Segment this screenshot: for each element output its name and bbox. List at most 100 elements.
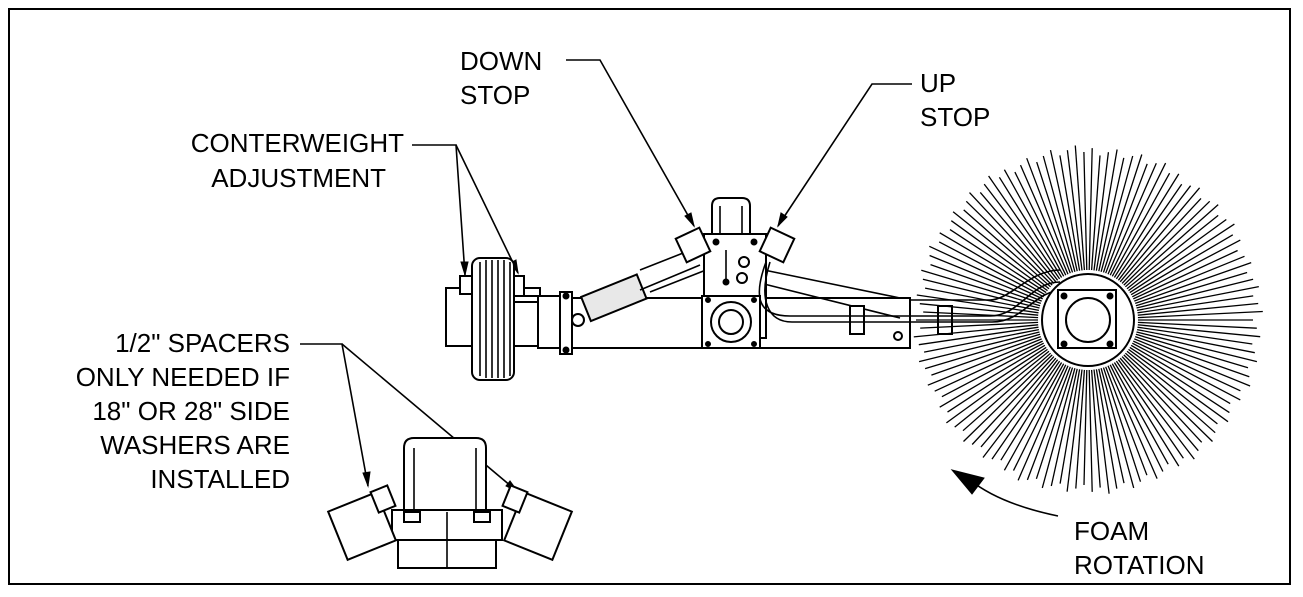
brush-bristle <box>1115 360 1184 459</box>
brush-bristle <box>1111 363 1169 465</box>
brush-bristle <box>1090 155 1101 271</box>
brush-bristle <box>952 211 1050 290</box>
brush-bristle <box>1123 200 1211 286</box>
brush-bristle <box>1119 187 1201 283</box>
brush-bristle <box>1059 369 1081 484</box>
brush-bristle <box>1000 362 1063 461</box>
leader-spacers-a <box>300 343 369 487</box>
brush-bristle <box>938 241 1045 298</box>
brush-bristle <box>919 303 1039 316</box>
leader-down-stop-arrow <box>684 212 695 228</box>
brush-bristle <box>1136 285 1259 312</box>
brush-bristle <box>1136 331 1258 363</box>
brush-bristle <box>920 321 1039 329</box>
rotation-arrowhead <box>950 469 985 495</box>
pivot-mount <box>674 197 796 349</box>
brush-bristle <box>1100 368 1135 489</box>
counterweight-wheel-ribs <box>479 260 511 378</box>
up-stop-line1: UP <box>920 68 956 98</box>
leader-lines <box>300 59 912 493</box>
brush-bristle <box>1113 173 1180 278</box>
leader-down-stop <box>566 59 695 227</box>
brush-bristle <box>962 352 1052 432</box>
brush-bristle <box>1102 154 1143 273</box>
brush-bristle <box>1088 148 1093 271</box>
brush-bristle <box>1137 324 1261 338</box>
brush-bristle <box>1066 369 1083 492</box>
brush-bristle <box>965 200 1053 286</box>
brush-bristle <box>1059 155 1081 271</box>
brush-bristle <box>983 183 1059 281</box>
brush-bristle <box>1107 365 1158 479</box>
brush-bristle <box>963 209 1052 288</box>
brush-bristle <box>1109 364 1164 472</box>
brush-bristle <box>1115 183 1183 280</box>
up-stop-line2: STOP <box>920 102 990 132</box>
brush-bristle <box>1026 366 1071 481</box>
brush-bristle <box>1131 342 1241 401</box>
brush-bristle <box>1124 352 1216 434</box>
brush-bristle <box>1133 249 1238 300</box>
brush-bristle <box>1098 157 1125 272</box>
cylinder-rod <box>639 264 701 291</box>
spacers-line5: INSTALLED <box>150 464 290 494</box>
brush-bristle <box>1113 362 1180 467</box>
rotation-arc <box>969 479 1059 517</box>
brush-bristle <box>1137 310 1263 319</box>
brush-bristle <box>946 348 1048 424</box>
brush-bristle <box>950 220 1048 292</box>
counterweight-collar <box>513 301 539 347</box>
brush-bristle <box>1003 169 1065 277</box>
brush-bristle <box>988 175 1061 280</box>
brush-bristle <box>918 331 1040 363</box>
leader-spacers-b <box>341 343 519 493</box>
brush-bristle <box>922 278 1040 309</box>
arm-flange <box>559 291 573 355</box>
leader-up-stop <box>777 83 912 227</box>
brush-bristle <box>939 344 1046 408</box>
brush-bristle <box>1130 234 1234 296</box>
brush-bristle <box>971 356 1055 445</box>
brush-bristle <box>1017 365 1069 481</box>
brush-bristle <box>1107 162 1157 275</box>
down-stop-block <box>674 226 712 264</box>
brush-bristle <box>934 340 1043 392</box>
brush-bristle <box>954 350 1050 428</box>
brush-bristle <box>941 342 1045 398</box>
brush-bristle <box>924 333 1041 370</box>
brush-bristle <box>916 294 1039 314</box>
brush-bristle <box>1124 204 1219 288</box>
brush-bristle <box>1136 328 1255 354</box>
label-up-stop: UP STOP <box>920 68 990 132</box>
brush-bristle <box>969 192 1055 284</box>
brush-bristle <box>1095 149 1118 271</box>
brush-bristle <box>927 338 1042 386</box>
brush-bristle <box>982 359 1059 458</box>
brush-bristle <box>1041 368 1076 489</box>
label-spacers: 1/2" SPACERS ONLY NEEDED IF 18" OR 28" S… <box>76 328 290 494</box>
foam-rotation-line2: ROTATION <box>1074 550 1204 580</box>
brush-bristle <box>929 245 1043 300</box>
brush-bristle <box>947 346 1047 413</box>
brush-bristle <box>1019 164 1069 275</box>
counterweight-wheel <box>471 257 515 381</box>
brush-bristle <box>1117 359 1195 460</box>
brush-bristle <box>963 354 1053 442</box>
leader-up-stop-arrow <box>777 212 788 228</box>
up-stop-block <box>758 226 796 264</box>
counterweight-assembly <box>445 257 567 381</box>
spacers-line1: 1/2" SPACERS <box>115 328 290 358</box>
brush-bristle <box>1111 172 1171 277</box>
down-stop-line1: DOWN <box>460 46 542 76</box>
brush-bristle <box>1128 218 1227 292</box>
brush-bristles <box>913 145 1263 494</box>
brush-bristle <box>1126 214 1219 290</box>
brush-bristle <box>979 191 1057 283</box>
brush-bristle <box>1137 295 1254 314</box>
brush-bristle <box>923 311 1039 319</box>
brush-bristle <box>1098 368 1125 484</box>
brush-bristle <box>1093 152 1110 271</box>
brush-bristle <box>1133 340 1241 392</box>
brush-bristle <box>1066 150 1083 271</box>
brush-bristle <box>1109 162 1167 276</box>
